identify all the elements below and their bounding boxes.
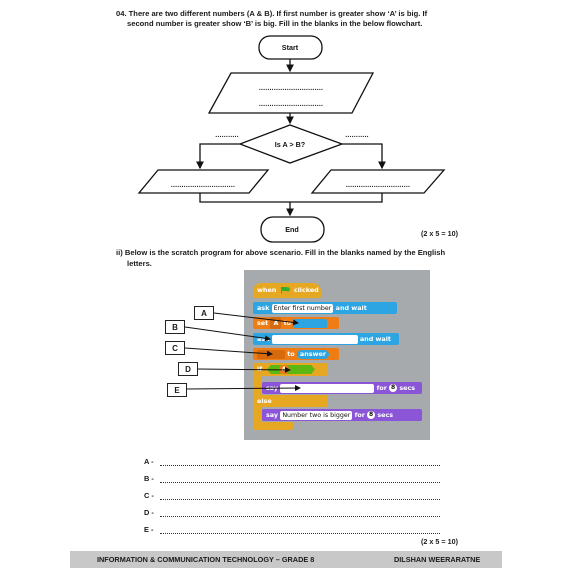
decision-diamond [238, 124, 344, 164]
green-flag-icon [280, 286, 290, 294]
clicked-text: clicked [293, 286, 319, 294]
and-wait-text-2: and wait [359, 335, 391, 343]
input-parallelogram [207, 72, 375, 114]
ask-input-1: Enter first number [271, 303, 334, 313]
answer-line-c[interactable] [160, 498, 440, 500]
input-blank: .............................. [259, 85, 323, 92]
answer-label-e: E - [144, 525, 154, 534]
answer-line-b[interactable] [160, 481, 440, 483]
start-label: Start [282, 43, 299, 52]
secs-input-1: 8 [389, 384, 398, 392]
if-else-bottom [253, 422, 293, 430]
answer-line-a[interactable] [160, 464, 440, 466]
when-flag-clicked-block: when clicked [253, 283, 321, 298]
part-ii-line-1: ii) Below is the scratch program for abo… [116, 248, 446, 257]
right-output-blank: .............................. [346, 182, 410, 189]
to-text: to [283, 319, 292, 327]
label-box-a: A [194, 306, 214, 320]
footer-subject: INFORMATION & COMMUNICATION TECHNOLOGY –… [97, 555, 315, 564]
blank-a-slot [293, 318, 328, 328]
else-text: else [257, 397, 272, 405]
operator-block [267, 365, 315, 374]
label-box-b: B [165, 320, 185, 334]
var-dropdown-a: A [270, 317, 282, 329]
flowchart: Start .............................. ...… [137, 35, 446, 243]
decision-right-blank: ........... [345, 132, 369, 139]
label-box-c: C [165, 341, 185, 355]
ask-block-2: ask and wait [253, 333, 399, 345]
ask-text: ask [257, 304, 270, 312]
secs-text: secs [399, 384, 416, 392]
and-wait-text: and wait [335, 304, 367, 312]
say-text-2: say [266, 411, 279, 419]
else-bar: else [253, 395, 328, 407]
question-line-2: second number is greater show ‘B’ is big… [127, 19, 423, 28]
answer-label-a: A - [144, 457, 154, 466]
secs-input-2: 8 [367, 411, 376, 419]
set-text: set [257, 319, 269, 327]
right-output-parallelogram [310, 169, 446, 194]
label-box-e: E [167, 383, 187, 397]
ask-block-1: ask Enter first number and wait [253, 302, 397, 314]
decision-left-blank: ........... [215, 132, 239, 139]
end-label: End [285, 225, 299, 234]
answer-label-c: C - [144, 491, 154, 500]
flowchart-marks: (2 x 5 = 10) [421, 229, 458, 238]
end-terminal [260, 216, 325, 243]
question-line-1: 04. There are two different numbers (A &… [116, 9, 428, 18]
blank-e-slot [280, 383, 375, 393]
decision-label: Is A > B? [275, 140, 305, 149]
label-box-d: D [178, 362, 198, 376]
input-blank-2: .............................. [259, 101, 323, 108]
for-text: for [376, 384, 387, 392]
secs-text-2: secs [377, 411, 394, 419]
scratch-program: when clicked ask Enter first number and … [244, 270, 430, 440]
answer-label-b: B - [144, 474, 154, 483]
left-output-blank: .............................. [171, 182, 235, 189]
footer-author: DILSHAN WEERARATNE [394, 555, 481, 564]
to-text-2: to [287, 350, 295, 358]
answer-line-d[interactable] [160, 515, 440, 517]
if-text: if [257, 365, 262, 373]
answer-line-e[interactable] [160, 532, 440, 534]
when-text: when [257, 286, 277, 294]
say-block-2: say Number two is bigger for 8 secs [262, 409, 422, 421]
ask-text-2: ask [257, 335, 270, 343]
part-ii-line-2: letters. [127, 259, 152, 268]
left-output-parallelogram [137, 169, 270, 194]
for-text-2: for [354, 411, 365, 419]
blank-b-slot [271, 334, 358, 344]
answer-label-d: D - [144, 508, 154, 517]
footer-bar: INFORMATION & COMMUNICATION TECHNOLOGY –… [70, 551, 502, 568]
answer-reporter: answer [296, 349, 329, 359]
say-input-2: Number two is bigger [280, 410, 353, 420]
answers-marks: (2 x 5 = 10) [421, 537, 458, 546]
